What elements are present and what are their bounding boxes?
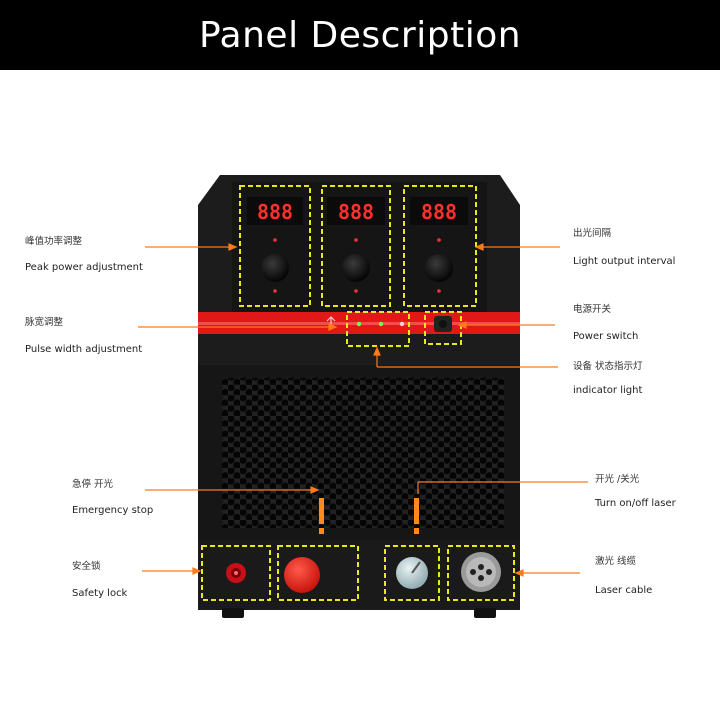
label-indicator-cn: 设备 状态指示灯 bbox=[573, 361, 643, 372]
highlight-light-interval bbox=[403, 185, 477, 307]
knob-icon[interactable] bbox=[425, 254, 453, 282]
highlight-safety-lock bbox=[201, 545, 271, 601]
label-peak-power-en: Peak power adjustment bbox=[25, 262, 143, 273]
label-laser-toggle-cn: 开光 /关光 bbox=[595, 474, 640, 485]
highlight-laser-cable bbox=[447, 545, 515, 601]
label-safety-lock-en: Safety lock bbox=[72, 588, 128, 599]
header-bar: Panel Description bbox=[0, 0, 720, 70]
label-emergency-cn: 急停 开光 bbox=[72, 479, 114, 490]
indicator-led-icon bbox=[399, 321, 405, 327]
label-pulse-width-cn: 脉宽调整 bbox=[25, 317, 64, 328]
indicator-led-icon bbox=[378, 321, 384, 327]
label-indicator-en: indicator light bbox=[573, 385, 643, 396]
display-pulse-width: 888 bbox=[338, 200, 374, 224]
warning-exclamation-icon bbox=[319, 498, 324, 534]
ventilation-grid bbox=[222, 378, 504, 528]
label-safety-lock-cn: 安全锁 bbox=[72, 561, 101, 572]
knob-icon[interactable] bbox=[261, 254, 289, 282]
emergency-stop-icon[interactable] bbox=[284, 557, 320, 593]
label-peak-power-cn: 峰值功率调整 bbox=[25, 236, 83, 247]
label-power-switch-en: Power switch bbox=[573, 331, 639, 342]
indicator-led-icon bbox=[356, 321, 362, 327]
display-light-interval: 888 bbox=[421, 200, 457, 224]
knob-icon[interactable] bbox=[342, 254, 370, 282]
highlight-power-switch bbox=[424, 311, 462, 345]
label-power-switch-cn: 电源开关 bbox=[573, 304, 612, 315]
label-light-interval-cn: 出光间隔 bbox=[573, 228, 612, 239]
label-emergency-en: Emergency stop bbox=[72, 505, 154, 516]
label-laser-cable-cn: 激光 线缆 bbox=[595, 556, 637, 567]
highlight-peak-power bbox=[239, 185, 311, 307]
warning-exclamation-icon bbox=[414, 498, 419, 534]
highlight-emergency-stop bbox=[277, 545, 359, 601]
label-laser-toggle-en: Turn on/off laser bbox=[595, 498, 676, 509]
label-laser-cable-en: Laser cable bbox=[595, 585, 653, 596]
highlight-pulse-width bbox=[321, 185, 391, 307]
label-light-interval-en: Light output interval bbox=[573, 256, 676, 267]
highlight-laser-switch bbox=[384, 545, 440, 601]
page-title: Panel Description bbox=[198, 14, 522, 56]
display-peak-power: 888 bbox=[257, 200, 293, 224]
label-pulse-width-en: Pulse width adjustment bbox=[25, 344, 143, 355]
